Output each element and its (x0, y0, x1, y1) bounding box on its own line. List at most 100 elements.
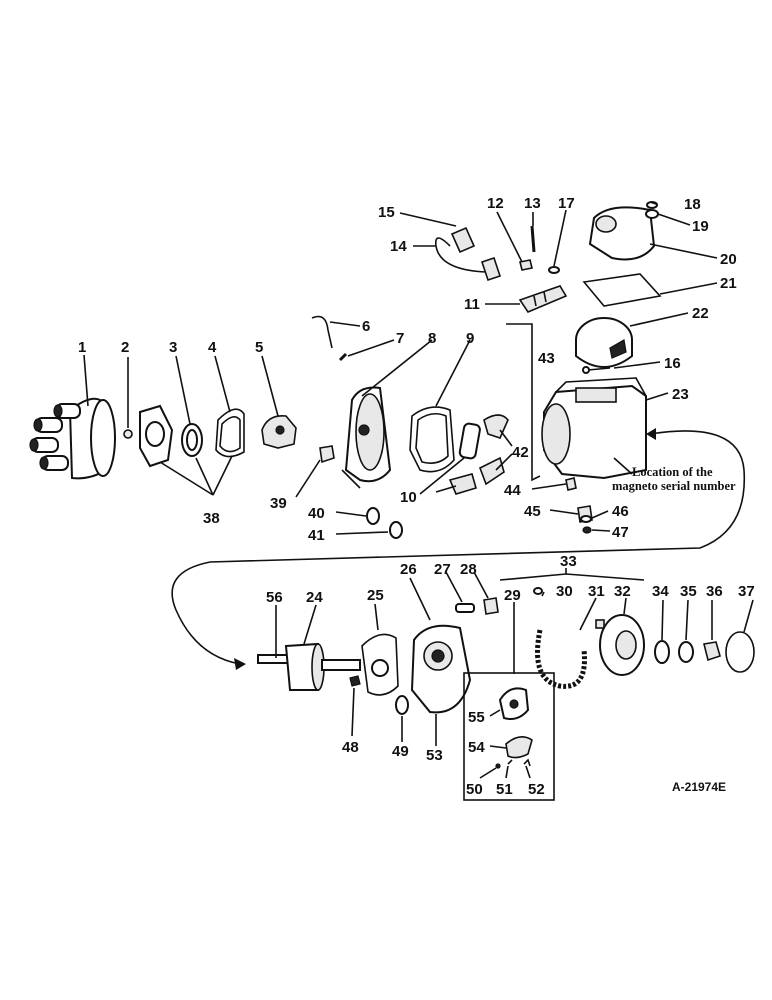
label-49: 49 (392, 743, 409, 760)
label-32: 32 (614, 583, 631, 600)
label-39: 39 (270, 495, 287, 512)
label-7: 7 (396, 330, 404, 347)
part-55 (498, 687, 530, 720)
part-10-condenser (448, 422, 481, 495)
part-27-pin (455, 603, 475, 613)
part-51 (507, 759, 513, 765)
label-21: 21 (720, 275, 737, 292)
part-50 (495, 763, 501, 769)
part-46 (580, 515, 592, 523)
label-35: 35 (680, 583, 697, 600)
label-33: 33 (560, 553, 577, 570)
part-1-distributor-cap (29, 397, 116, 480)
label-31: 31 (588, 583, 605, 600)
part-16-end (582, 366, 590, 374)
part-52 (523, 758, 531, 767)
part-11 (518, 285, 568, 313)
label-22: 22 (692, 305, 709, 322)
part-25-hole (371, 659, 389, 677)
part-17 (548, 266, 560, 274)
part-23-housing (541, 377, 647, 480)
part-30 (533, 587, 543, 595)
label-38: 38 (203, 510, 220, 527)
label-27: 27 (434, 561, 451, 578)
label-8: 8 (428, 330, 436, 347)
part-32-sprocket (595, 614, 645, 676)
label-14: 14 (390, 238, 407, 255)
label-12: 12 (487, 195, 504, 212)
part-3-ring-inner (186, 429, 198, 451)
label-36: 36 (706, 583, 723, 600)
label-50: 50 (466, 781, 483, 798)
leader-lines (83, 201, 754, 779)
part-26-end-housing (410, 624, 472, 714)
part-49-washer (395, 695, 409, 715)
label-56: 56 (266, 589, 283, 606)
label-10: 10 (400, 489, 417, 506)
label-18: 18 (684, 196, 701, 213)
label-17: 17 (558, 195, 575, 212)
label-40: 40 (308, 505, 325, 522)
label-37: 37 (738, 583, 755, 600)
part-34-washer (654, 640, 670, 664)
part-40-washer (366, 507, 380, 525)
assembly-arrow (171, 430, 746, 665)
part-14-cable (434, 226, 502, 282)
figure-code: A-21974E (672, 780, 726, 794)
label-15: 15 (378, 204, 395, 221)
label-9: 9 (466, 330, 474, 347)
part-48 (349, 675, 361, 687)
part-21-gasket (582, 273, 662, 307)
label-34: 34 (652, 583, 669, 600)
part-4-gasket-inner (219, 416, 241, 453)
part-6-clip (311, 315, 333, 349)
part-20-cover (588, 206, 656, 261)
part-37-gasket (725, 631, 755, 673)
part-22-coil (575, 317, 633, 368)
part-47 (582, 526, 592, 534)
label-41: 41 (308, 527, 325, 544)
part-54 (505, 736, 533, 759)
label-1: 1 (78, 339, 86, 356)
label-43: 43 (538, 350, 555, 367)
label-26: 26 (400, 561, 417, 578)
assembly-arrow-head-1 (646, 428, 656, 440)
part-9-gasket-inner (415, 412, 449, 464)
label-11: 11 (464, 296, 480, 313)
serial-location-note-line1: Location of the (632, 465, 713, 479)
part-plate (139, 404, 174, 468)
label-48: 48 (342, 739, 359, 756)
part-8-breaker-plate (341, 386, 392, 489)
part-5-rotor (261, 414, 297, 449)
part-7-screw (338, 352, 348, 362)
part-39 (319, 445, 335, 464)
label-24: 24 (306, 589, 323, 606)
label-51: 51 (496, 781, 513, 798)
serial-location-note-line2: magneto serial number (612, 479, 736, 493)
label-2: 2 (121, 339, 129, 356)
part-25-gasket (361, 633, 399, 696)
part-24-shaft (257, 642, 361, 691)
label-25: 25 (367, 587, 384, 604)
label-30: 30 (556, 583, 573, 600)
part-29-group-box (463, 672, 555, 801)
label-52: 52 (528, 781, 545, 798)
part-9-gasket (409, 406, 455, 473)
label-19: 19 (692, 218, 709, 235)
label-46: 46 (612, 503, 629, 520)
label-3: 3 (169, 339, 177, 356)
label-16: 16 (664, 355, 681, 372)
part-28 (483, 597, 499, 615)
label-45: 45 (524, 503, 541, 520)
assembly-arrow-head-2 (234, 658, 246, 670)
part-2 (123, 429, 133, 439)
label-44: 44 (504, 482, 521, 499)
part-44 (565, 477, 577, 491)
label-20: 20 (720, 251, 737, 268)
label-42: 42 (512, 444, 529, 461)
part-16-lead (587, 367, 611, 371)
label-13: 13 (524, 195, 541, 212)
part-36-nut (703, 641, 721, 662)
part-41-washer (389, 521, 403, 539)
